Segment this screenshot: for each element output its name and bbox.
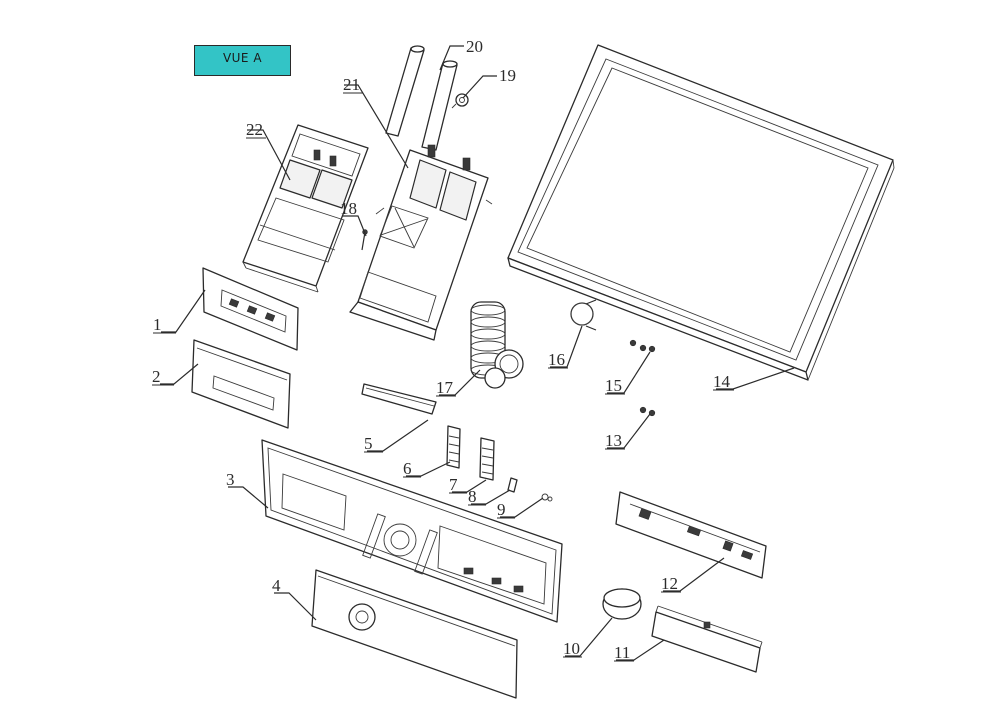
callout-label-13: 13 [605, 431, 622, 450]
part-17-bellows [470, 301, 524, 389]
callout-17: 17 [436, 378, 456, 397]
callout-11: 11 [614, 643, 634, 662]
part-3-control-panel-frame [261, 439, 563, 623]
callout-label-3: 3 [226, 470, 235, 489]
callout-12: 12 [661, 574, 681, 593]
callout-7: 7 [449, 475, 467, 494]
part-11-connector-block [651, 605, 763, 673]
part-21-dispenser-housing [349, 144, 493, 341]
callout-10: 10 [563, 639, 582, 658]
part-22-detergent-drawer [242, 124, 369, 293]
callout-label-22: 22 [246, 120, 263, 139]
callout-9: 9 [497, 500, 515, 519]
callout-label-14: 14 [713, 372, 731, 391]
view-label-text: VUE A [222, 51, 263, 65]
callout-label-7: 7 [449, 475, 458, 494]
callout-16: 16 [548, 350, 568, 369]
part-19-clip [451, 93, 469, 109]
callout-label-11: 11 [614, 643, 630, 662]
callout-3: 3 [226, 470, 235, 489]
callout-14: 14 [713, 372, 734, 391]
callout-label-5: 5 [364, 434, 373, 453]
part-7-keypad-strip [479, 437, 495, 481]
callout-label-9: 9 [497, 500, 506, 519]
part-12-electronic-board [615, 491, 767, 579]
part-8-clip [507, 477, 518, 493]
callout-18: 18 [340, 199, 357, 218]
callout-numbers: 1 2 3 4 5 6 7 [152, 37, 734, 662]
callout-label-1: 1 [153, 315, 162, 334]
callout-label-21: 21 [343, 75, 360, 94]
callout-22: 22 [246, 120, 266, 139]
callout-label-8: 8 [468, 487, 477, 506]
part-2-drawer-handle-panel [191, 339, 291, 429]
callout-19: 19 [499, 66, 516, 85]
callout-label-18: 18 [340, 199, 357, 218]
callout-6: 6 [403, 459, 421, 478]
callout-4: 4 [272, 576, 281, 595]
part-14-top-lid [507, 44, 895, 381]
callout-label-2: 2 [152, 367, 161, 386]
part-1-drawer-front-frame [202, 267, 299, 351]
callout-2: 2 [152, 367, 174, 386]
callout-label-16: 16 [548, 350, 565, 369]
callout-label-4: 4 [272, 576, 281, 595]
part-13-screws [639, 406, 656, 417]
part-20-tube [385, 45, 458, 151]
view-label: VUE A [194, 45, 291, 76]
callout-15: 15 [605, 376, 625, 395]
callout-label-19: 19 [499, 66, 516, 85]
callout-label-12: 12 [661, 574, 678, 593]
callout-label-17: 17 [436, 378, 454, 397]
part-6-keypad-strip [446, 425, 461, 469]
callout-label-15: 15 [605, 376, 622, 395]
callout-20: 20 [466, 37, 483, 56]
callout-5: 5 [364, 434, 383, 453]
leader-lines [160, 45, 795, 661]
callout-21: 21 [343, 75, 363, 94]
callout-8: 8 [468, 487, 486, 506]
callout-label-20: 20 [466, 37, 483, 56]
part-5-strip [361, 383, 437, 415]
callout-13: 13 [605, 431, 625, 450]
part-4-front-panel [311, 569, 518, 699]
callout-label-6: 6 [403, 459, 412, 478]
part-9-clip [541, 493, 553, 502]
part-16-hose-clamp [570, 299, 597, 331]
part-15-screws [629, 339, 656, 353]
callout-1: 1 [153, 315, 176, 334]
part-10-knob [602, 588, 642, 620]
callout-label-10: 10 [563, 639, 580, 658]
